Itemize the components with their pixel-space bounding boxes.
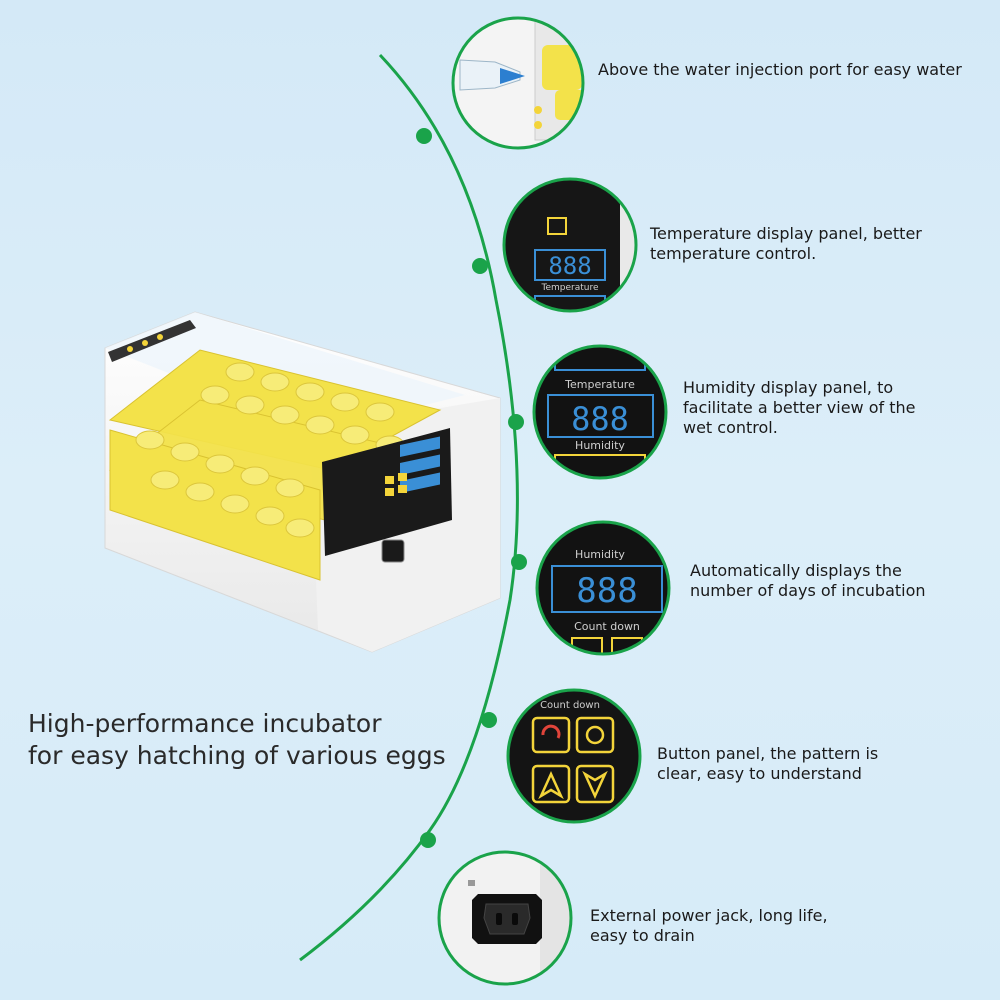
connector-dot (481, 712, 497, 728)
feature-water-port (451, 16, 585, 150)
humidity-digits: 888 (571, 400, 629, 438)
feature-text-humidity: Humidity display panel, to facilitate a … (683, 378, 916, 437)
feature-countdown: Humidity 888 Count down (535, 520, 671, 656)
feature-buttons: Count down (506, 688, 642, 824)
connector-dot (511, 554, 527, 570)
temperature-display-icon: 888 Temperature (504, 179, 636, 311)
headline: High-performance incubator for easy hatc… (28, 709, 446, 770)
water-injection-port-icon (453, 18, 583, 148)
connector-dot (416, 128, 432, 144)
feature-text-countdown: Automatically displays the number of day… (690, 561, 926, 600)
connector-dot (508, 414, 524, 430)
connector-dots (416, 128, 527, 848)
humidity-label: Humidity (575, 548, 625, 561)
up-arrow-icon (538, 770, 564, 800)
connector-dot (420, 832, 436, 848)
power-jack-icon (439, 852, 571, 984)
button-panel-icon: Count down (508, 690, 640, 822)
countdown-digits: 888 (576, 571, 637, 611)
feature-text-power-jack: External power jack, long life, easy to … (590, 906, 828, 945)
egg-cells (135, 362, 405, 538)
connector-curve (299, 53, 519, 962)
humidity-display-icon: Temperature 888 Humidity (534, 346, 666, 478)
incubator-image (104, 311, 501, 653)
countdown-display-icon: Humidity 888 Count down (537, 522, 669, 654)
settings-icon (585, 725, 605, 745)
temperature-label: Temperature (540, 283, 598, 293)
feature-text-buttons: Button panel, the pattern is clear, easy… (657, 744, 879, 783)
countdown-label: Count down (540, 700, 600, 711)
temperature-label: Temperature (564, 378, 635, 391)
feature-humidity: Temperature 888 Humidity (532, 344, 668, 480)
feature-text-water-port: Above the water injection port for easy … (598, 60, 962, 79)
rotate-icon (541, 724, 561, 739)
connector-dot (472, 258, 488, 274)
down-arrow-icon (582, 770, 608, 800)
temperature-digits: 888 (548, 252, 591, 280)
feature-power-jack (437, 850, 573, 986)
humidity-label: Humidity (575, 439, 625, 452)
feature-text-temperature: Temperature display panel, better temper… (650, 224, 922, 263)
feature-temperature: 888 Temperature (502, 177, 638, 313)
power-socket (381, 539, 405, 563)
countdown-label: Count down (574, 620, 640, 633)
